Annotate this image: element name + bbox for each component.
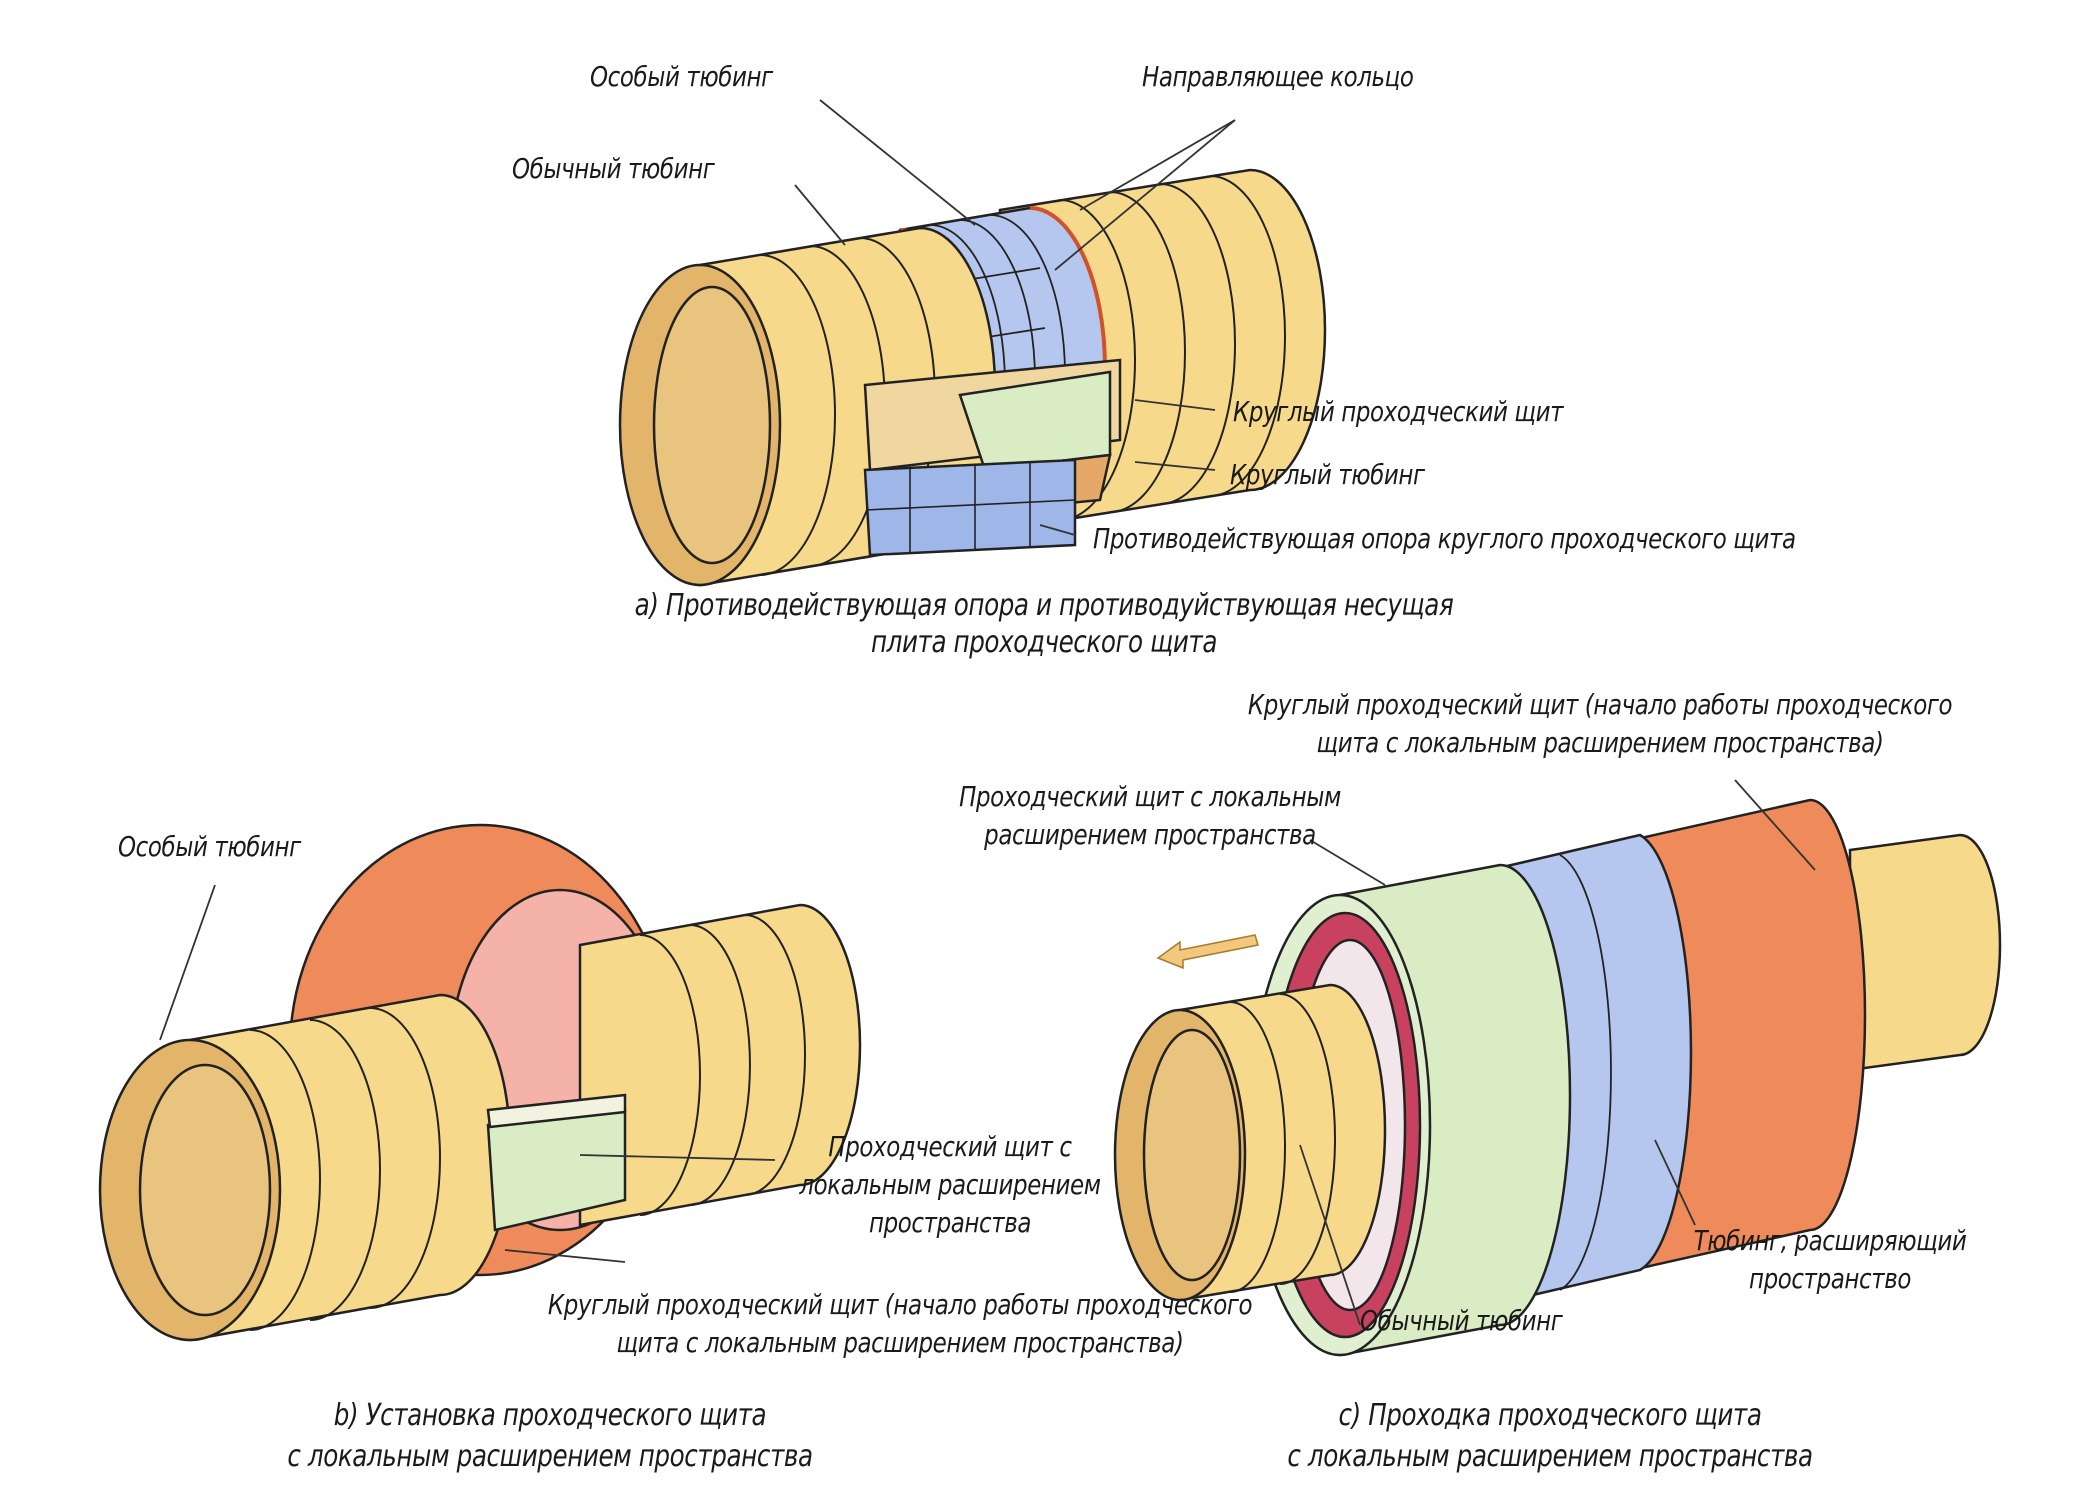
label-ordinary-segment-a: Обычный тюбинг	[512, 152, 715, 185]
label-round-shield-a: Круглый проходческий щит	[1233, 395, 1564, 428]
label-local-shield-c-line1: Проходческий щит с локальным	[959, 780, 1341, 813]
label-round-shield-c-line2: щита с локальным расширением пространств…	[1316, 726, 1884, 759]
figure-a-leader-lines	[794, 99, 1236, 536]
label-reaction-support: Противодействующая опора круглого проход…	[1093, 522, 1796, 555]
label-expanding-segment-line2: пространство	[1749, 1262, 1911, 1295]
label-round-shield-b-line2: щита с локальным расширением пространств…	[616, 1326, 1184, 1359]
caption-c-line1: c) Проходка проходческого щита	[1338, 1398, 1762, 1433]
label-special-segment-a: Особый тюбинг	[590, 60, 773, 93]
label-round-shield-b-line1: Круглый проходческий щит (начало работы …	[547, 1288, 1253, 1321]
label-ordinary-segment-c: Обычный тюбинг	[1360, 1304, 1563, 1337]
figure-a-tunnel	[618, 168, 1327, 587]
label-guide-ring: Направляющее кольцо	[1142, 60, 1414, 93]
label-round-segment-a: Круглый тюбинг	[1230, 458, 1425, 491]
caption-c-line2: с локальным расширением пространства	[1287, 1439, 1813, 1474]
label-local-shield-b-line1: Проходческий щит с	[828, 1130, 1072, 1163]
label-round-shield-c-line1: Круглый проходческий щит (начало работы …	[1247, 688, 1953, 721]
label-local-shield-c-line2: расширением пространства	[984, 818, 1316, 851]
figure-c-leader-lines	[1299, 779, 1816, 1326]
label-expanding-segment-line1: Тюбинг, расширяющий	[1693, 1224, 1967, 1257]
caption-a-line1: a) Противодействующая опора и противодуй…	[634, 588, 1454, 623]
caption-a-line2: плита проходческого щита	[870, 625, 1218, 660]
caption-b-line1: b) Установка проходческого щита	[333, 1398, 767, 1433]
label-special-segment-b: Особый тюбинг	[118, 830, 301, 863]
caption-b-line2: с локальным расширением пространства	[287, 1439, 813, 1474]
label-local-shield-b-line3: пространства	[869, 1206, 1031, 1239]
figure-b-leader-lines	[159, 884, 776, 1263]
label-local-shield-b-line2: локальным расширением	[799, 1168, 1101, 1201]
direction-arrow-icon	[1156, 934, 1259, 970]
